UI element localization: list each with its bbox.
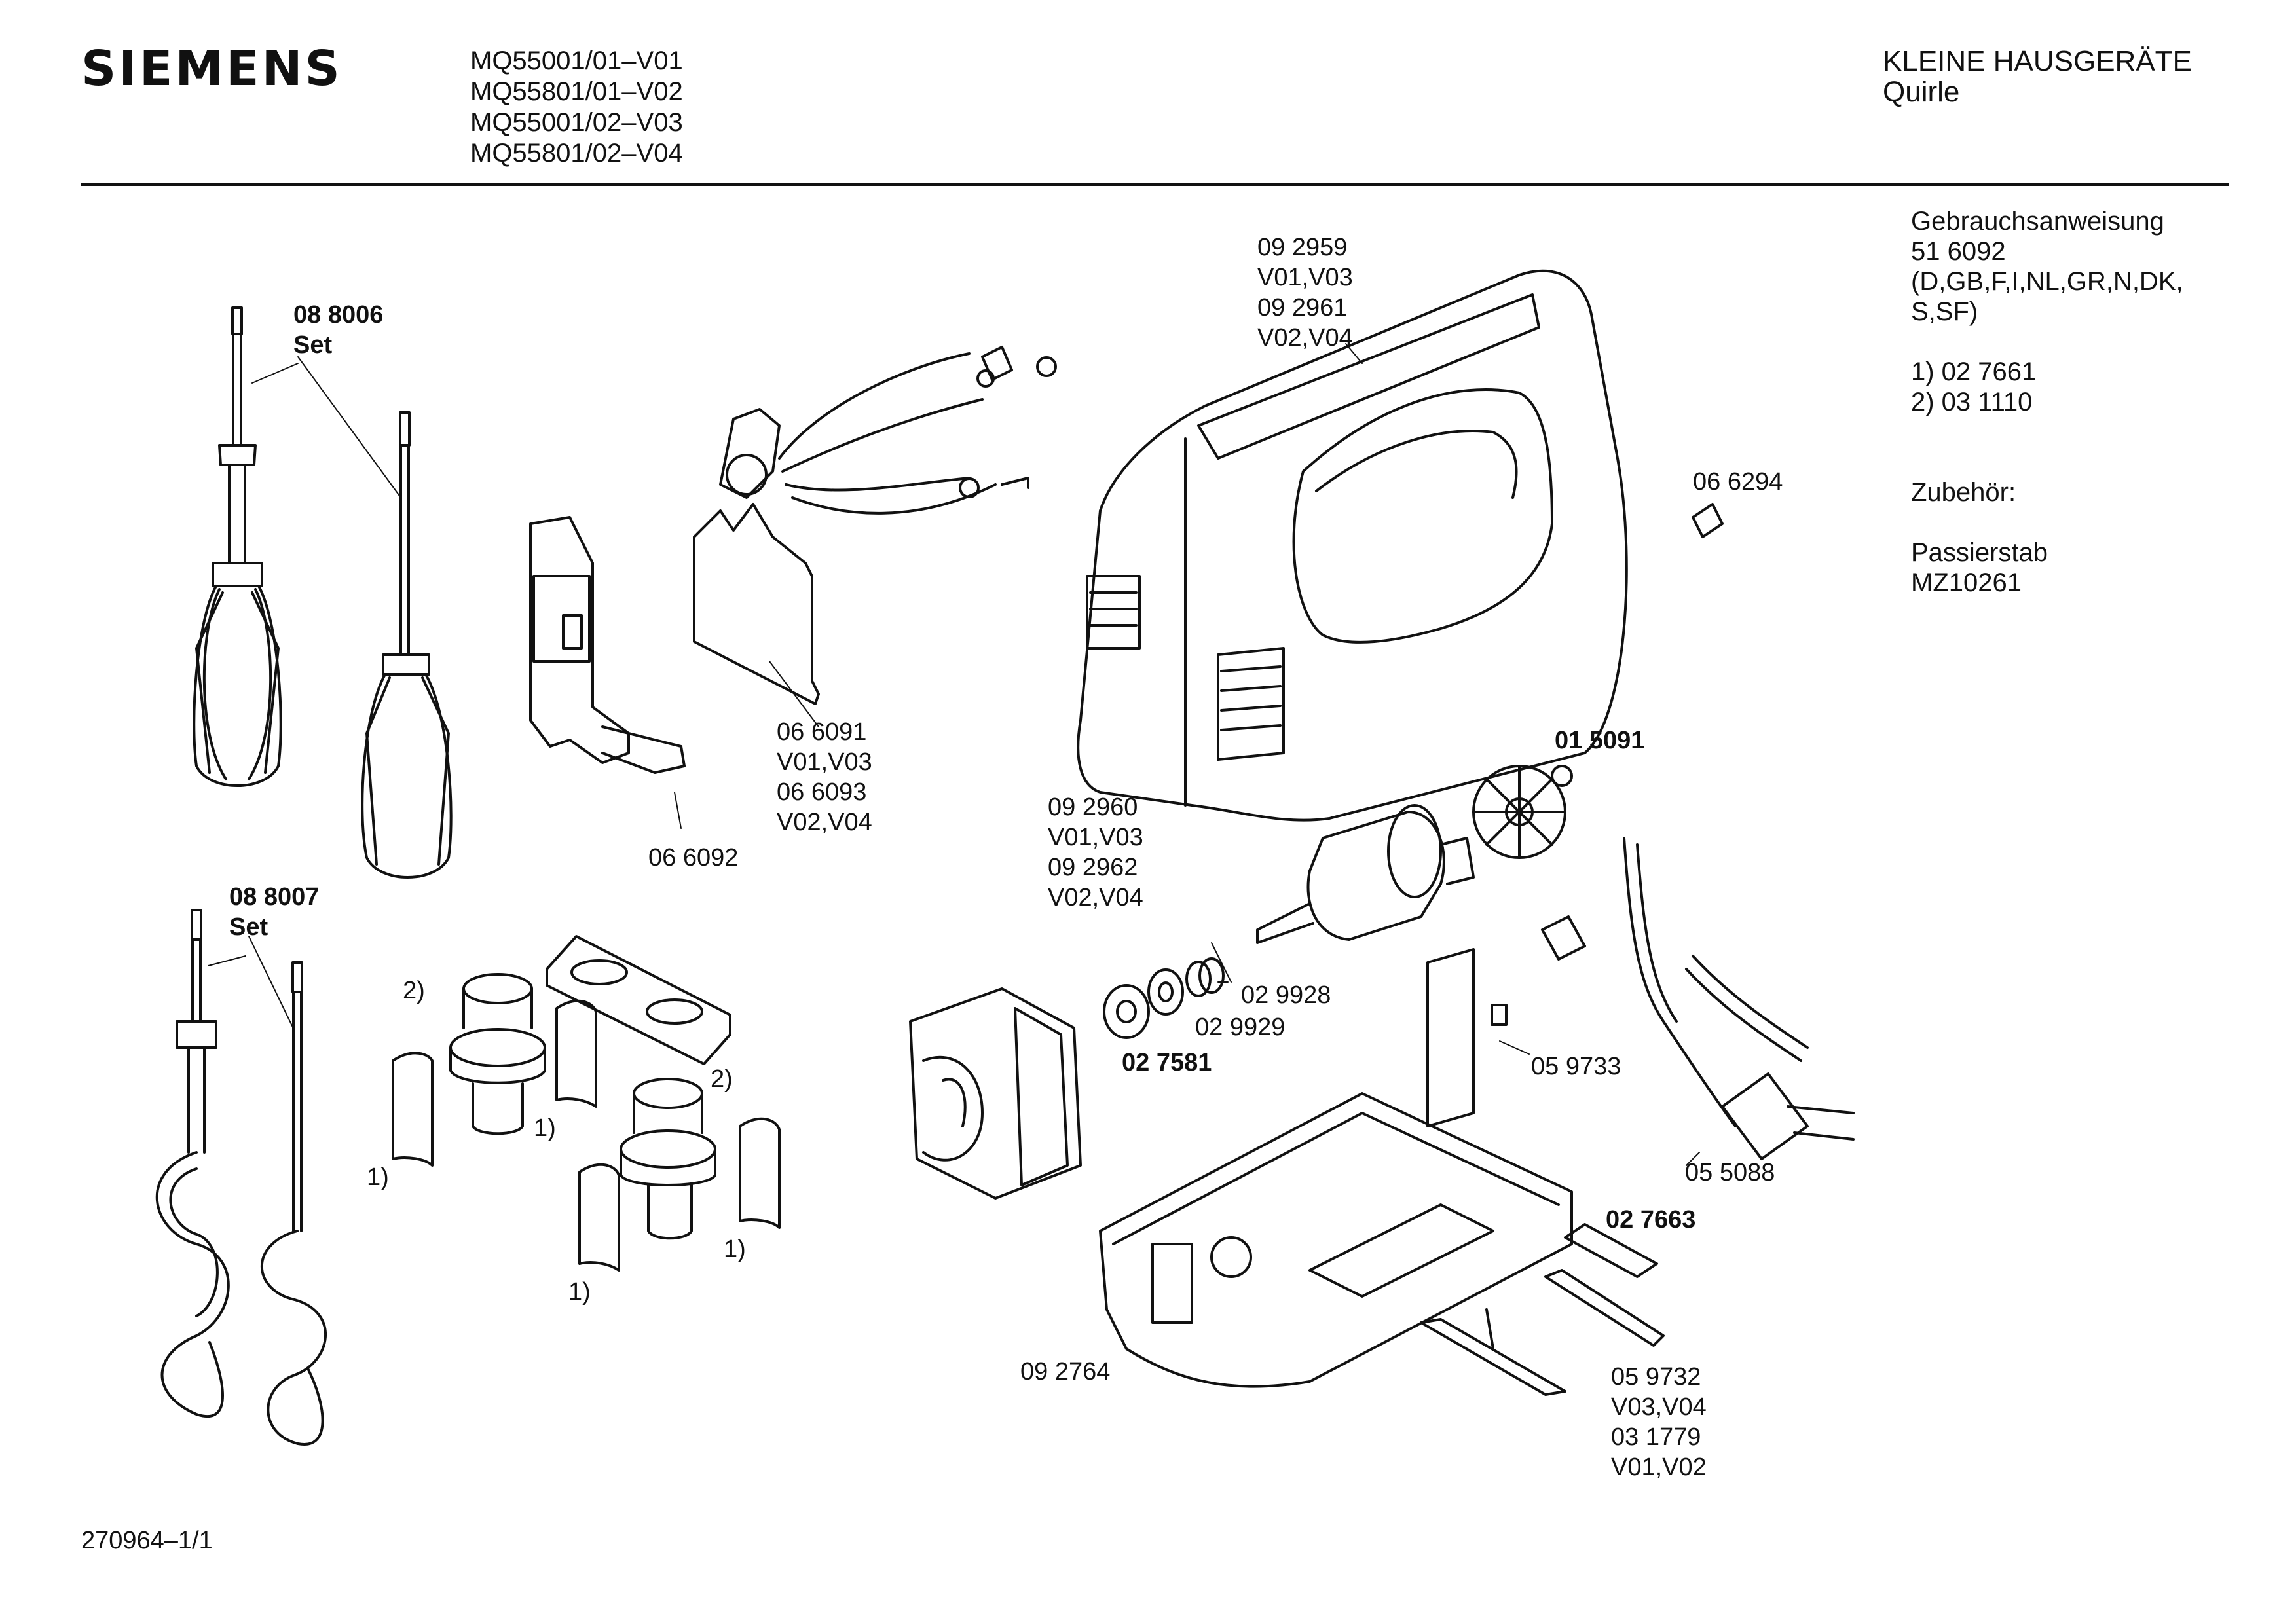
footnote-marker: 2) <box>711 1065 733 1093</box>
part-number: 05 9732 <box>1611 1363 1701 1391</box>
whisk-beater <box>362 412 451 877</box>
header-rule <box>81 183 2229 186</box>
part-number: 09 2764 <box>1020 1358 1111 1385</box>
variant-list: V02,V04 <box>1257 324 1353 352</box>
part-number: 02 7581 <box>1122 1049 1212 1076</box>
set-label: Set <box>229 913 268 941</box>
part-number: 05 5088 <box>1685 1159 1775 1186</box>
part-number: 03 1779 <box>1611 1423 1701 1451</box>
brush-holder-label: 05 9732 V03,V04 03 1779 V01,V02 <box>1611 1362 1707 1482</box>
switch-assembly <box>694 347 1056 704</box>
field-coil <box>910 989 1081 1198</box>
footnote-marker: 1) <box>568 1278 591 1306</box>
model-number: MQ55001/01–V01 <box>470 46 683 75</box>
manual-languages: (D,GB,F,I,NL,GR,N,DK, <box>1911 267 2183 296</box>
whisk-beater <box>194 308 281 786</box>
hook-set-label: 08 8007 Set <box>229 882 319 942</box>
variant-list: V02,V04 <box>1048 884 1143 911</box>
part-number: 09 2961 <box>1257 294 1348 321</box>
model-number: MQ55001/02–V03 <box>470 108 683 137</box>
model-number: MQ55801/01–V02 <box>470 77 683 106</box>
category-block: KLEINE HAUSGERÄTE Quirle <box>1883 46 2192 107</box>
base-plate <box>1421 1319 1565 1395</box>
category-title: KLEINE HAUSGERÄTE <box>1883 45 2192 77</box>
part-number: 08 8007 <box>229 883 320 911</box>
speed-knob <box>1693 504 1722 537</box>
switch-plate <box>530 517 684 773</box>
brand-logo: SIEMENS <box>81 41 343 97</box>
part-number: 08 8006 <box>293 301 384 329</box>
part-number: 02 9928 <box>1241 981 1331 1009</box>
variant-list: V03,V04 <box>1611 1393 1707 1421</box>
accessory-title: Zubehör: <box>1911 478 2016 507</box>
nut-part <box>1492 1005 1506 1025</box>
screw-part <box>1487 1310 1493 1349</box>
notes-column: Gebrauchsanweisung 51 6092 (D,GB,F,I,NL,… <box>1911 206 2183 598</box>
manual-title: Gebrauchsanweisung <box>1911 207 2164 236</box>
part-number: 06 6091 <box>777 718 867 746</box>
leader-lines <box>1212 943 1529 1054</box>
accessory-name: Passierstab <box>1911 538 2048 567</box>
part-number: 09 2959 <box>1257 234 1348 261</box>
washer-part <box>1552 766 1572 786</box>
set-label: Set <box>293 331 333 359</box>
variant-list: V01,V03 <box>1257 264 1353 291</box>
carbon-brush <box>1546 1224 1663 1346</box>
accessory-code: MZ10261 <box>1911 568 2022 597</box>
whisk-set-label: 08 8006 Set <box>293 300 383 360</box>
model-number: MQ55801/02–V04 <box>470 139 683 168</box>
dough-hook <box>262 962 325 1444</box>
power-cord <box>1624 838 1853 1159</box>
housing-shell <box>1078 271 1627 820</box>
subcategory-title: Quirle <box>1883 76 1960 108</box>
variant-list: V01,V02 <box>1611 1454 1707 1481</box>
bearing-parts <box>1104 959 1223 1038</box>
housing-part-label: 09 2960 V01,V03 09 2962 V02,V04 <box>1048 792 1143 913</box>
footnote-marker: 1) <box>724 1236 746 1263</box>
part-number: 06 6093 <box>777 779 867 806</box>
drive-gear <box>621 1079 715 1238</box>
switch-part-label: 06 6091 V01,V03 06 6093 V02,V04 <box>777 717 872 837</box>
part-number: 09 2962 <box>1048 854 1138 881</box>
footnote-marker: 2) <box>403 977 425 1004</box>
drive-gear <box>451 974 545 1133</box>
variant-list: V01,V03 <box>1048 824 1143 851</box>
footnote-1: 1) 02 7661 <box>1911 357 2037 386</box>
part-number: 02 7663 <box>1606 1206 1696 1234</box>
model-list: MQ55001/01–V01 MQ55801/01–V02 MQ55001/02… <box>470 46 683 169</box>
bushing-sleeve <box>393 1001 779 1270</box>
cord-clamp <box>1542 917 1585 959</box>
variant-list: V02,V04 <box>777 809 872 836</box>
part-number: 01 5091 <box>1555 727 1645 754</box>
footnote-marker: 1) <box>367 1163 389 1191</box>
drawing-number: 270964–1/1 <box>81 1527 213 1554</box>
footnote-marker: 1) <box>534 1114 556 1142</box>
base-housing <box>1100 949 1572 1387</box>
dough-hook <box>157 910 229 1416</box>
part-number: 06 6294 <box>1693 468 1783 496</box>
footnote-2: 2) 03 1110 <box>1911 388 2033 416</box>
part-number: 06 6092 <box>648 844 739 871</box>
manual-languages: S,SF) <box>1911 297 1978 326</box>
handle-part-label: 09 2959 V01,V03 09 2961 V02,V04 <box>1257 232 1353 353</box>
part-number: 05 9733 <box>1531 1053 1621 1080</box>
part-number: 02 9929 <box>1195 1014 1286 1041</box>
gear-bracket <box>547 936 730 1064</box>
motor-rotor <box>1257 766 1565 943</box>
part-number: 09 2960 <box>1048 794 1138 821</box>
manual-number: 51 6092 <box>1911 237 2006 266</box>
variant-list: V01,V03 <box>777 748 872 776</box>
